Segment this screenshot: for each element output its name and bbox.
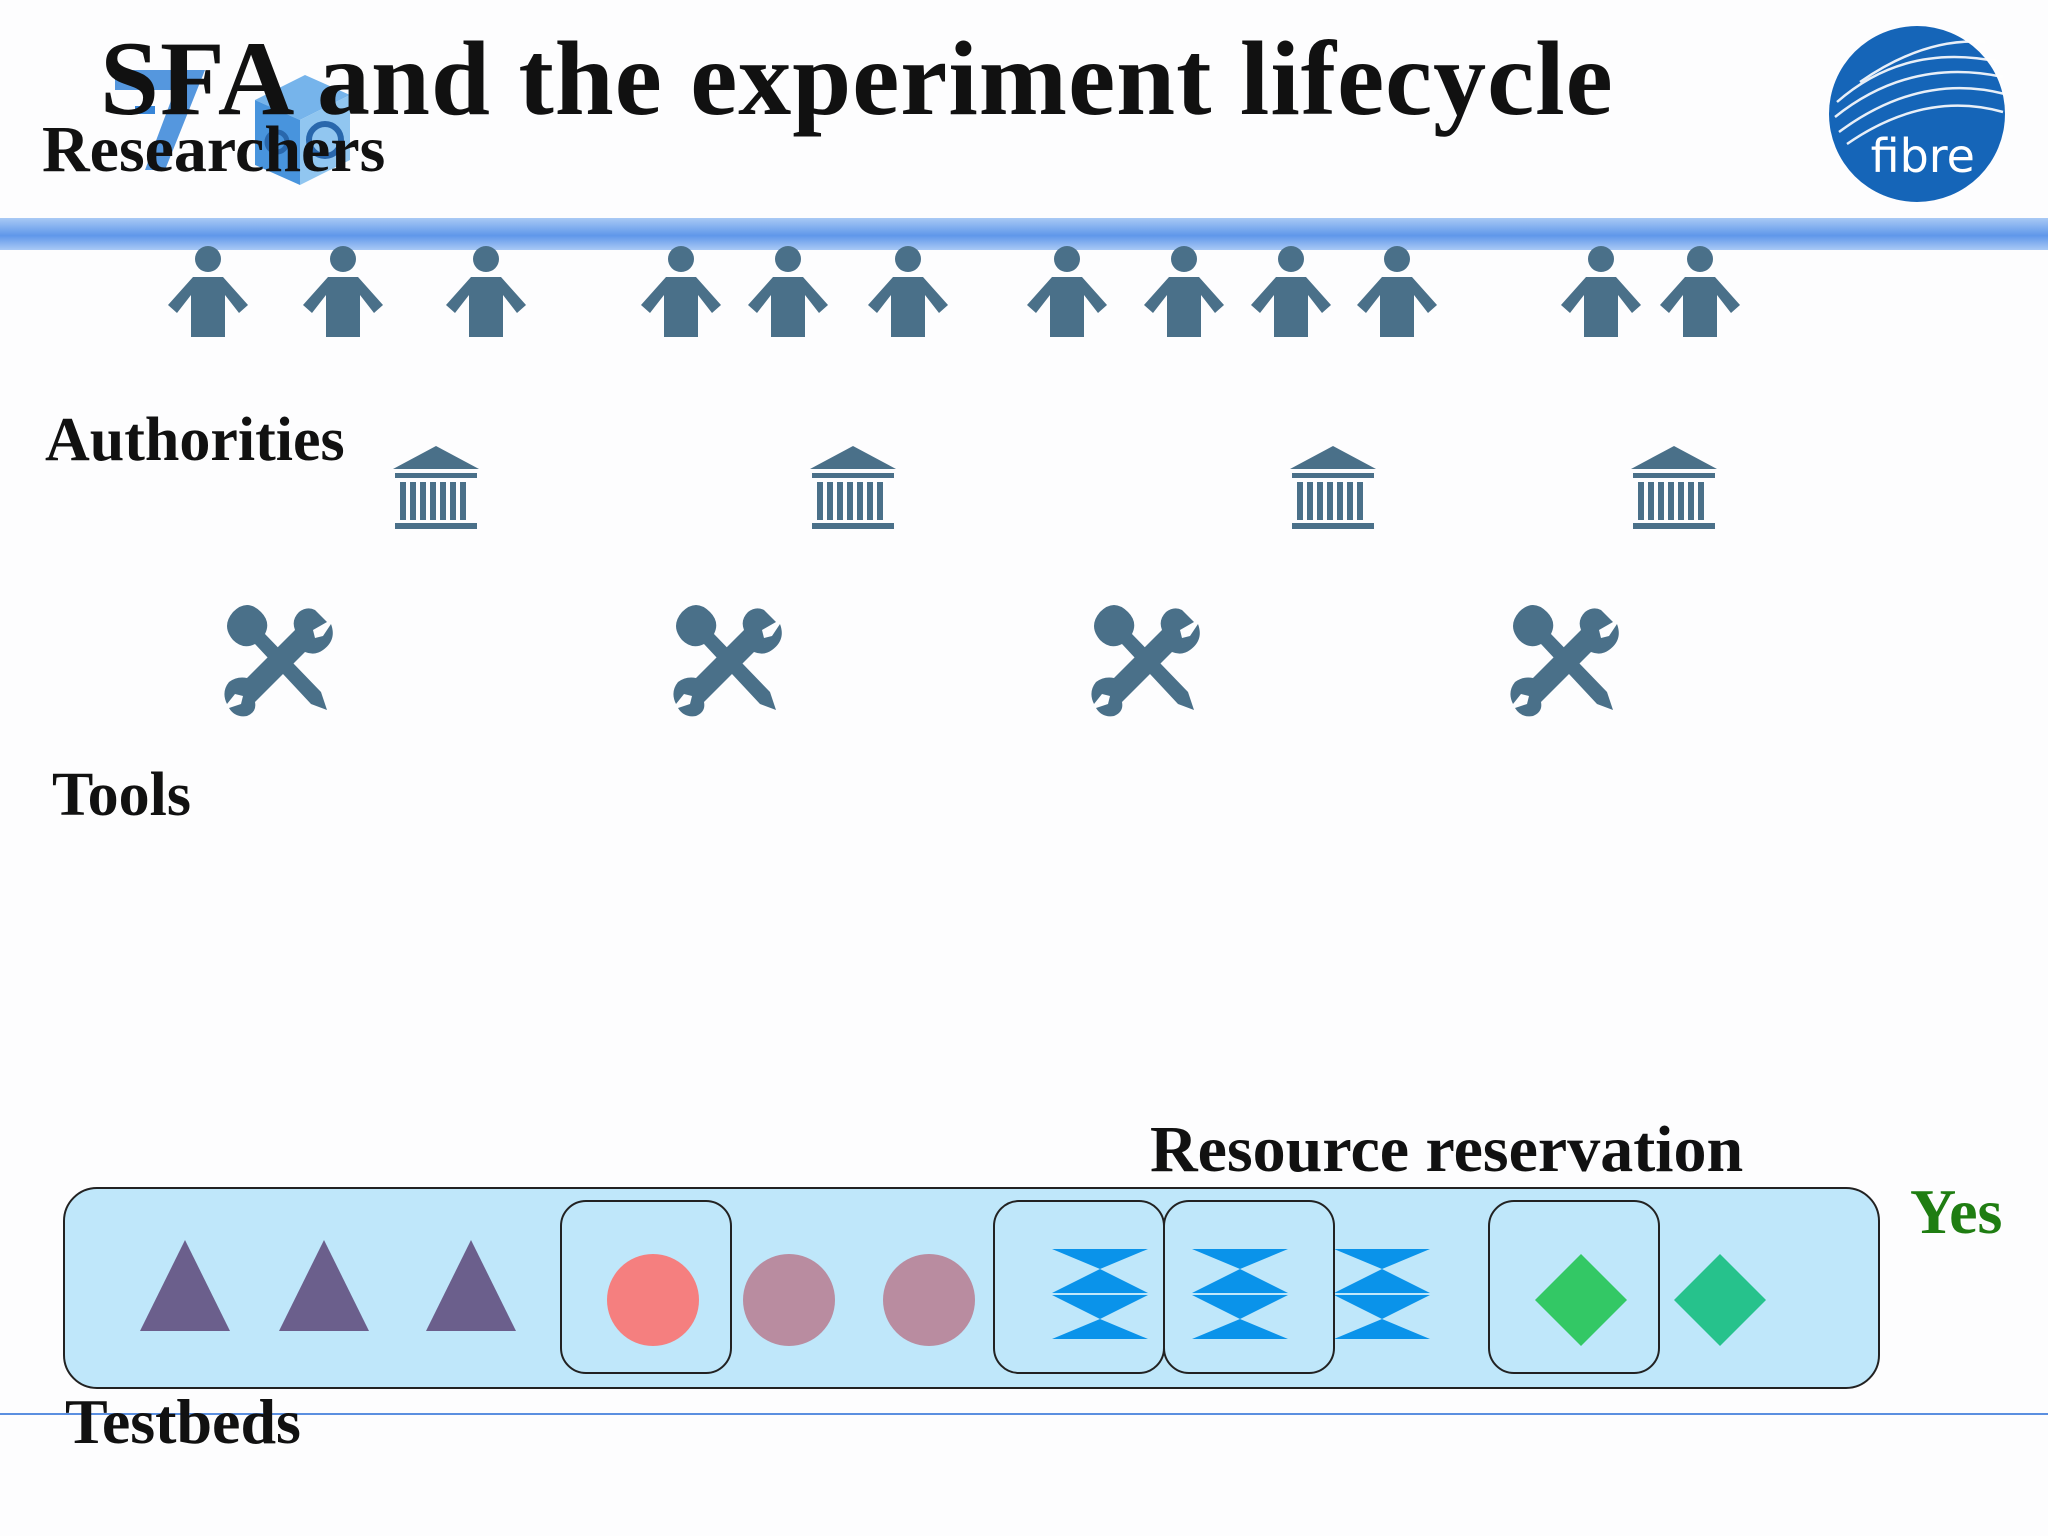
person-icon: [1251, 246, 1331, 337]
circle-resource-selected: [607, 1254, 699, 1346]
reservation-box-circle: [560, 1200, 732, 1374]
person-icon: [303, 246, 383, 337]
tools-label: Tools: [52, 761, 192, 829]
wrench-screwdriver-icon: [1510, 605, 1619, 717]
circle-resource: [743, 1254, 835, 1346]
reservation-box-hourglass: [1163, 1200, 1335, 1374]
person-icon: [446, 246, 526, 337]
circle-resource: [883, 1254, 975, 1346]
triangle-resource: [426, 1240, 516, 1331]
wrench-screwdriver-icon: [673, 605, 782, 717]
person-icon: [641, 246, 721, 337]
institution-icon: [1631, 446, 1717, 529]
wrench-screwdriver-icon: [1091, 605, 1200, 717]
person-icon: [1357, 246, 1437, 337]
reservation-box-diamond: [1488, 1200, 1660, 1374]
resource-reservation-label: Resource reservation: [1150, 1113, 1744, 1186]
hourglass-resource-selected: [1052, 1249, 1148, 1339]
fp7-logo: [115, 70, 350, 185]
triangle-resource: [140, 1240, 230, 1331]
person-icon: [1660, 246, 1740, 337]
person-icon: [1144, 246, 1224, 337]
institution-icon: [393, 446, 479, 529]
person-icon: [1027, 246, 1107, 337]
wrench-screwdriver-icon: [224, 605, 333, 717]
diamond-resource: [1674, 1254, 1766, 1346]
researchers-label: Researchers: [42, 113, 386, 186]
fibre-logo-text: fibre: [1871, 129, 1975, 183]
fibre-logo: fibre: [1829, 26, 2006, 202]
diamond-resource-selected: [1535, 1254, 1627, 1346]
triangle-resource: [279, 1240, 369, 1331]
reservation-status-yes: Yes: [1910, 1176, 2003, 1247]
slide-title: SFA and the experiment lifecycle: [100, 20, 1614, 137]
hourglass-resource-selected: [1192, 1249, 1288, 1339]
person-icon: [748, 246, 828, 337]
hourglass-resource: [1334, 1249, 1430, 1339]
authorities-label: Authorities: [45, 406, 345, 474]
person-icon: [1561, 246, 1641, 337]
reservation-box-hourglass: [993, 1200, 1165, 1374]
testbeds-label: Testbeds: [65, 1386, 301, 1457]
person-icon: [168, 246, 248, 337]
institution-icon: [810, 446, 896, 529]
person-icon: [868, 246, 948, 337]
header-band: [0, 218, 2048, 250]
institution-icon: [1290, 446, 1376, 529]
footer-line: [0, 1413, 2048, 1415]
